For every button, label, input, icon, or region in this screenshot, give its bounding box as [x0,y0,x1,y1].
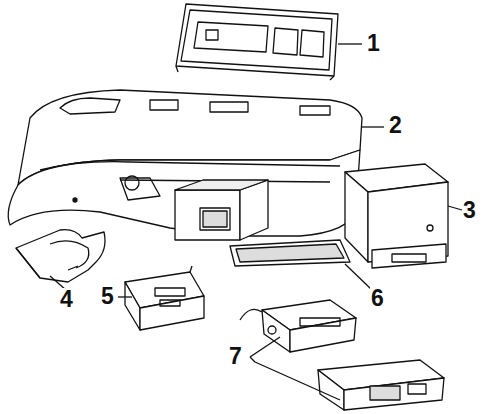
control-assembly [240,300,356,352]
callout-number: 4 [59,288,74,311]
callout-number: 2 [388,114,403,137]
callout-number: 7 [228,345,243,368]
vent-strip [230,240,350,266]
leader-lines [50,44,462,400]
callout-number: 6 [370,287,385,310]
callout-number: 3 [462,199,477,222]
radio-bracket [125,266,204,330]
callout-number: 5 [100,285,115,308]
column-bracket [16,230,105,282]
control-head [318,360,444,410]
instrument-panel [8,90,362,240]
trim-panel [176,4,338,80]
callout-number: 1 [366,32,381,55]
glove-box [345,164,448,268]
